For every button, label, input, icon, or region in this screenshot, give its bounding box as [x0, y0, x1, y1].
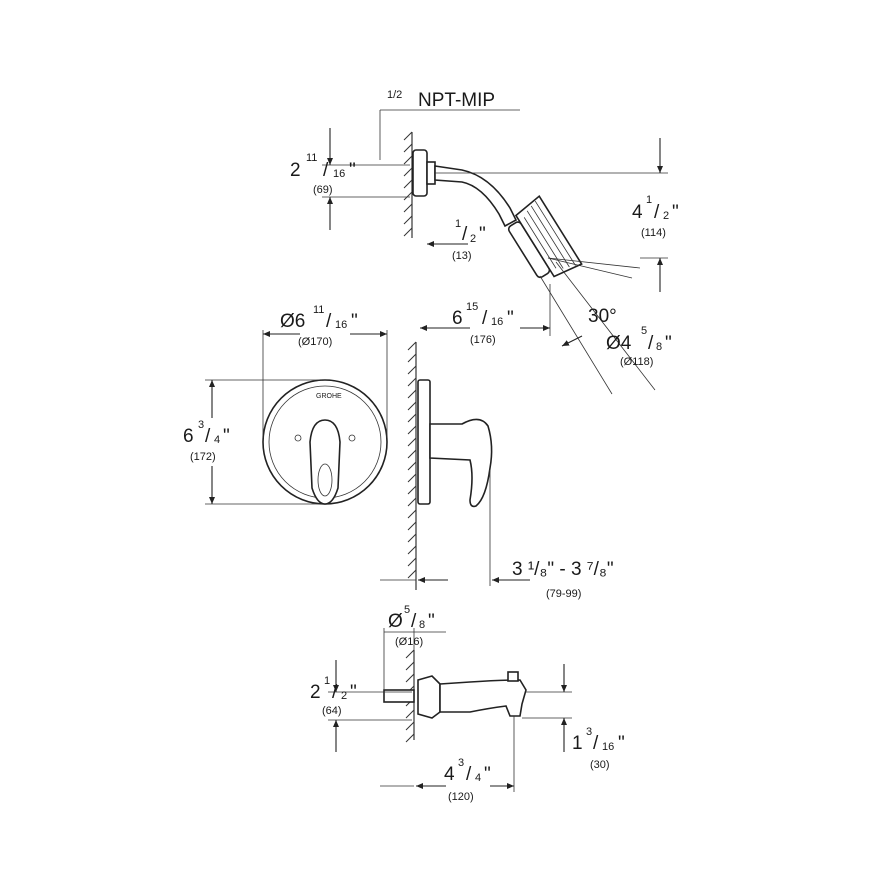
head-dia-den: 8	[656, 341, 662, 353]
spout-length-num: 3	[458, 757, 464, 769]
svg-text:/: /	[332, 682, 338, 703]
svg-text:GROHE: GROHE	[316, 393, 342, 400]
flange-height-den: 16	[333, 168, 345, 180]
svg-text:/: /	[323, 160, 329, 181]
outlet-depth-num: 3	[586, 726, 592, 738]
svg-text:": "	[428, 611, 435, 632]
svg-text:": "	[351, 311, 358, 332]
flange-depth-mm: (13)	[452, 250, 472, 262]
diverter-knob	[507, 671, 519, 682]
spout-collar	[417, 675, 441, 719]
handle-projection: 3 ¹/₈" - 3 ⁷/₈"	[512, 559, 614, 580]
spout-height-den: 2	[341, 690, 347, 702]
flange-height-mm: (69)	[313, 184, 333, 196]
lever-handle-side	[429, 418, 493, 508]
svg-text:": "	[349, 160, 356, 181]
svg-text:": "	[350, 682, 357, 703]
spout-height-whole: 2	[310, 682, 321, 703]
svg-text:/: /	[205, 426, 211, 447]
spout-height-mm: (64)	[322, 705, 342, 717]
handle-projection-mm: (79-99)	[546, 588, 581, 600]
spout-length-mm: (120)	[448, 791, 474, 803]
valve-trim-assembly: GROHE Ø6 11 / 16 " (Ø170) 6 3 / 4 " (172…	[183, 304, 614, 600]
head-dia-mm: (Ø118)	[620, 356, 653, 368]
thread-size-num: 1/2	[387, 89, 402, 101]
svg-text:/: /	[466, 764, 472, 785]
pipe-dia-mm: (Ø16)	[395, 636, 423, 648]
svg-text:": "	[484, 764, 491, 785]
wall-hatch-upper	[403, 131, 413, 237]
svg-text:": "	[507, 308, 514, 329]
svg-text:/: /	[482, 308, 488, 329]
spout-length-whole: 4	[444, 764, 455, 785]
svg-text:/: /	[648, 333, 654, 354]
outlet-depth-whole: 1	[572, 733, 583, 754]
tub-spout-assembly: Ø 5 / 8 " (Ø16) 2 1 / 2 " (64) 1 3 / 16 …	[310, 604, 625, 803]
spout-height-num: 1	[324, 675, 330, 687]
shower-flange	[412, 149, 428, 197]
outlet-depth-mm: (30)	[590, 759, 610, 771]
spout-length-den: 4	[475, 772, 481, 784]
thread-label: NPT-MIP	[418, 90, 495, 111]
reach-mm: (176)	[470, 334, 496, 346]
svg-text:/: /	[326, 311, 332, 332]
flange-height-whole: 2	[290, 160, 301, 181]
pipe-dia-num: 5	[404, 604, 410, 616]
plate-height-mm: (172)	[190, 451, 216, 463]
reach-den: 16	[491, 316, 503, 328]
wall-hatch-middle	[407, 341, 417, 579]
flange-depth-den: 2	[470, 233, 476, 245]
svg-text:/: /	[593, 733, 599, 754]
shower-arm	[434, 165, 518, 228]
svg-text:/: /	[411, 611, 417, 632]
plate-dia-mm: (Ø170)	[298, 336, 332, 348]
svg-text:": "	[479, 224, 486, 245]
pipe-dia-prefix: Ø	[388, 611, 403, 632]
svg-text:": "	[223, 426, 230, 447]
plate-dia-num: 11	[313, 304, 324, 316]
svg-text:": "	[665, 333, 672, 354]
plate-height-whole: 6	[183, 426, 194, 447]
plate-height-num: 3	[198, 419, 204, 431]
plate-height-den: 4	[214, 434, 220, 446]
outlet-depth-den: 16	[602, 741, 614, 753]
shower-head	[507, 194, 583, 279]
shower-arm-assembly: 1/2 NPT-MIP 2 11 / 16 " (69) 1 / 2 " (13…	[290, 89, 679, 395]
spout-pipe	[383, 689, 415, 703]
flange-height-num: 11	[306, 152, 317, 164]
svg-text:/: /	[654, 202, 660, 223]
tub-spout	[439, 679, 527, 717]
plate-dia-den: 16	[335, 319, 347, 331]
svg-text:": "	[672, 202, 679, 223]
lever-handle-front	[309, 419, 341, 505]
drop-num: 1	[646, 194, 652, 206]
reach-whole: 6	[452, 308, 463, 329]
plate-dia-prefix: Ø6	[280, 311, 305, 332]
drop-whole: 4	[632, 202, 643, 223]
head-dia-num: 5	[641, 325, 647, 337]
drop-den: 2	[663, 210, 669, 222]
spray-angle: 30°	[588, 306, 617, 327]
pipe-dia-den: 8	[419, 619, 425, 631]
trim-plate-side	[417, 379, 431, 505]
svg-text:/: /	[462, 224, 468, 245]
svg-text:": "	[618, 733, 625, 754]
reach-num: 15	[466, 301, 478, 313]
flange-depth-num: 1	[455, 218, 461, 230]
head-dia-prefix: Ø4	[606, 333, 632, 354]
drop-mm: (114)	[641, 227, 666, 239]
